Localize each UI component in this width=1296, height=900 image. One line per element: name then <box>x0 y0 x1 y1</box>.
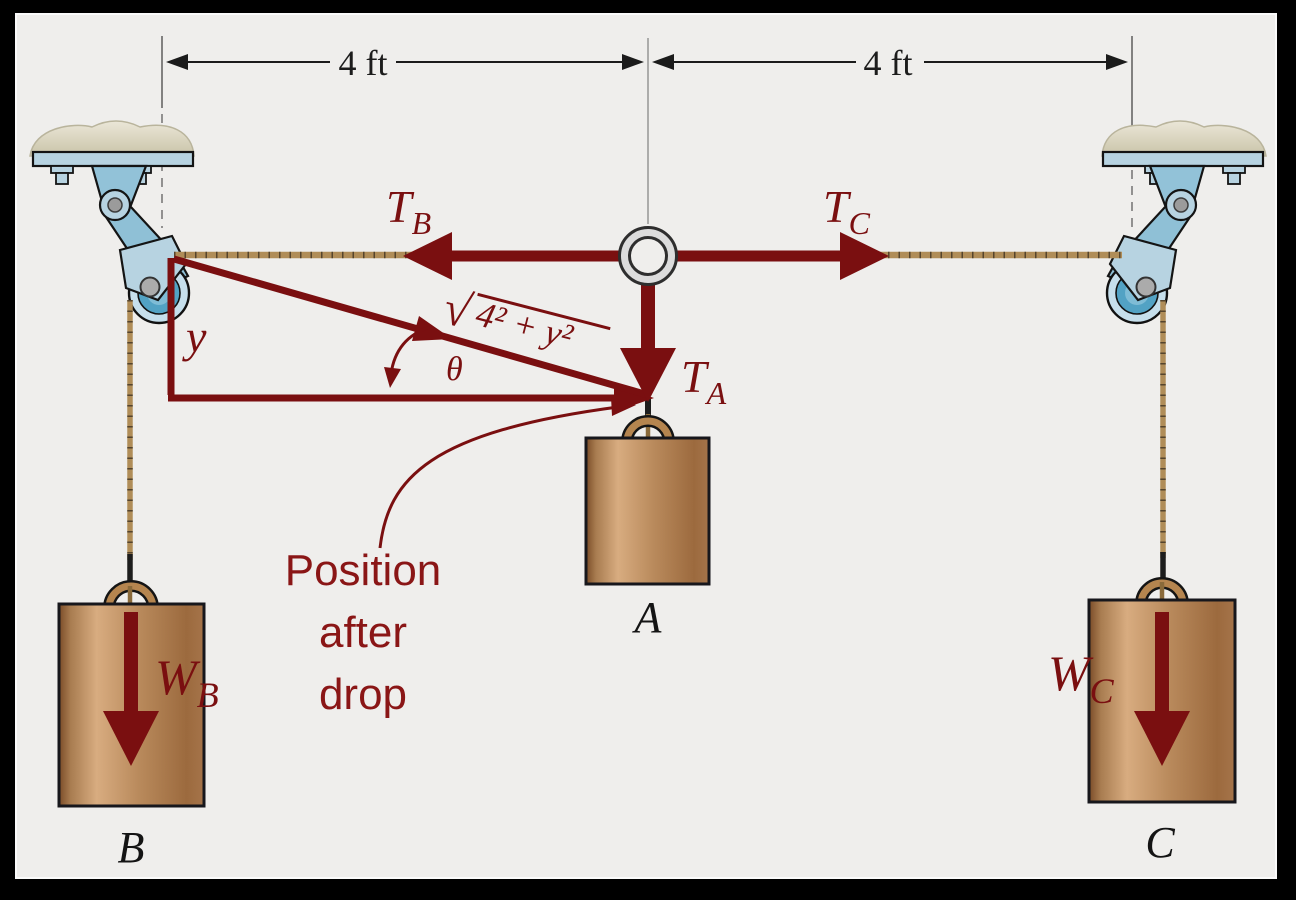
weight-c-label: WC <box>1048 645 1115 711</box>
triangle-hypotenuse <box>173 255 649 399</box>
weight-b-arrow-shaft-top <box>124 612 138 714</box>
annotation-pointer-arrowhead <box>611 397 636 416</box>
annotation-line2: after <box>319 608 407 657</box>
ring-a <box>618 226 678 286</box>
dimension-right <box>652 54 1128 70</box>
tension-b-label: TB <box>386 181 431 241</box>
tension-b-arrow-shaft <box>445 250 621 262</box>
pivot-pin <box>107 197 123 213</box>
dimension-label-left: 4 ft <box>339 43 388 83</box>
dim-arrow-right-in <box>652 54 674 70</box>
tension-a-arrowhead <box>620 348 676 402</box>
y-label: y <box>182 311 207 362</box>
ceiling-pad <box>29 120 195 157</box>
block-a <box>584 436 711 586</box>
theta-arc <box>389 325 431 375</box>
block-c-label: C <box>1145 818 1175 867</box>
block-a-label: A <box>632 593 663 642</box>
tension-c-arrow-shaft <box>675 250 847 262</box>
tension-c-arrowhead <box>840 232 889 280</box>
axle-bolt <box>139 276 161 298</box>
tension-a-arrow-shaft <box>641 282 655 352</box>
weight-arrows-top <box>103 612 1190 766</box>
dim-arrow-left-out <box>166 54 188 70</box>
weight-b-label: WB <box>155 649 219 715</box>
mount-plate <box>31 150 195 168</box>
geometry-triangle <box>167 255 654 549</box>
radical-bar <box>477 292 611 331</box>
weight-c-arrowhead-top <box>1134 711 1190 766</box>
theta-label: θ <box>446 351 463 388</box>
dimension-label-right: 4 ft <box>864 43 913 83</box>
dimension-left <box>166 54 644 70</box>
block-a-group <box>584 415 711 586</box>
tension-a-label: TA <box>681 351 727 411</box>
annotation-line3: drop <box>319 670 407 719</box>
hook-a <box>623 417 673 443</box>
annotation-pointer-curve <box>378 405 619 549</box>
annotation-line1: Position <box>285 546 442 595</box>
pulley-assembly-left <box>29 120 195 325</box>
dim-arrow-right-out <box>1106 54 1128 70</box>
hypotenuse-arrowhead <box>412 316 452 341</box>
theta-arc-arrowhead <box>384 367 401 388</box>
weight-b-arrowhead-top <box>103 711 159 766</box>
tension-c-label: TC <box>823 181 871 241</box>
tension-b-arrowhead <box>403 232 452 280</box>
weight-c-arrow-shaft-top <box>1155 612 1169 714</box>
dim-arrow-left-in <box>622 54 644 70</box>
block-b-label: B <box>118 823 145 872</box>
